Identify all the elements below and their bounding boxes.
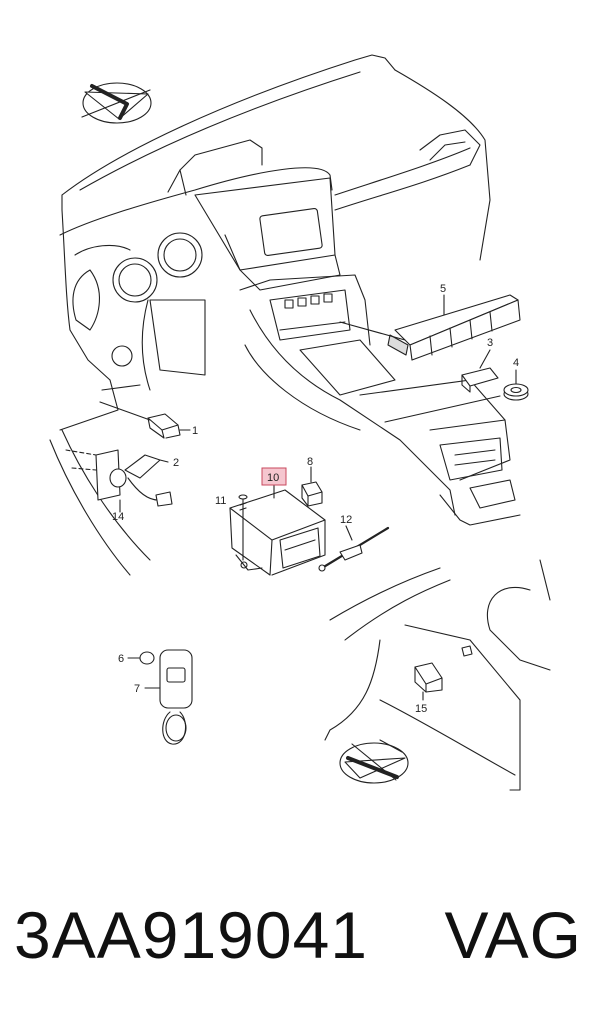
interior-panel <box>324 559 551 791</box>
part-2-sensor-with-bracket-14 <box>65 449 173 513</box>
callout-1[interactable]: 1 <box>192 425 198 437</box>
part-5-switch-module <box>339 294 521 361</box>
callout-3[interactable]: 3 <box>487 337 493 349</box>
callout-14[interactable]: 14 <box>112 511 124 523</box>
direction-arrow-icon <box>81 82 152 124</box>
part-6-cap <box>127 651 155 665</box>
callout-4[interactable]: 4 <box>513 357 519 369</box>
part-11-screw <box>238 494 248 561</box>
part-15-switch <box>414 662 443 701</box>
callout-highlight-10 <box>261 467 287 486</box>
part-8-relay <box>301 466 323 507</box>
part-7-key-fob <box>144 649 193 745</box>
direction-arrow-icon <box>339 739 409 784</box>
callout-12[interactable]: 12 <box>340 514 352 526</box>
part-12-cable-tie <box>318 525 390 572</box>
part-1-connector <box>99 401 191 439</box>
callout-7[interactable]: 7 <box>134 683 140 695</box>
callout-11[interactable]: 11 <box>215 495 226 507</box>
parts-diagram: 1 2 3 4 5 6 7 8 10 11 12 14 15 <box>49 54 551 791</box>
footer: 3AA919041 VAG <box>0 880 600 990</box>
part-3-cover <box>461 349 499 393</box>
callout-6[interactable]: 6 <box>118 653 124 665</box>
callout-8[interactable]: 8 <box>307 456 313 468</box>
callout-5[interactable]: 5 <box>440 283 446 295</box>
dashboard-outline <box>49 54 521 576</box>
callout-15[interactable]: 15 <box>415 703 427 715</box>
part-number: 3AA919041 <box>14 898 368 972</box>
callout-2[interactable]: 2 <box>173 457 179 469</box>
callout-10[interactable]: 10 <box>267 472 279 484</box>
brand-label: VAG <box>444 898 582 972</box>
part-4-grommet <box>384 369 529 423</box>
part-10-control-unit <box>229 484 326 576</box>
